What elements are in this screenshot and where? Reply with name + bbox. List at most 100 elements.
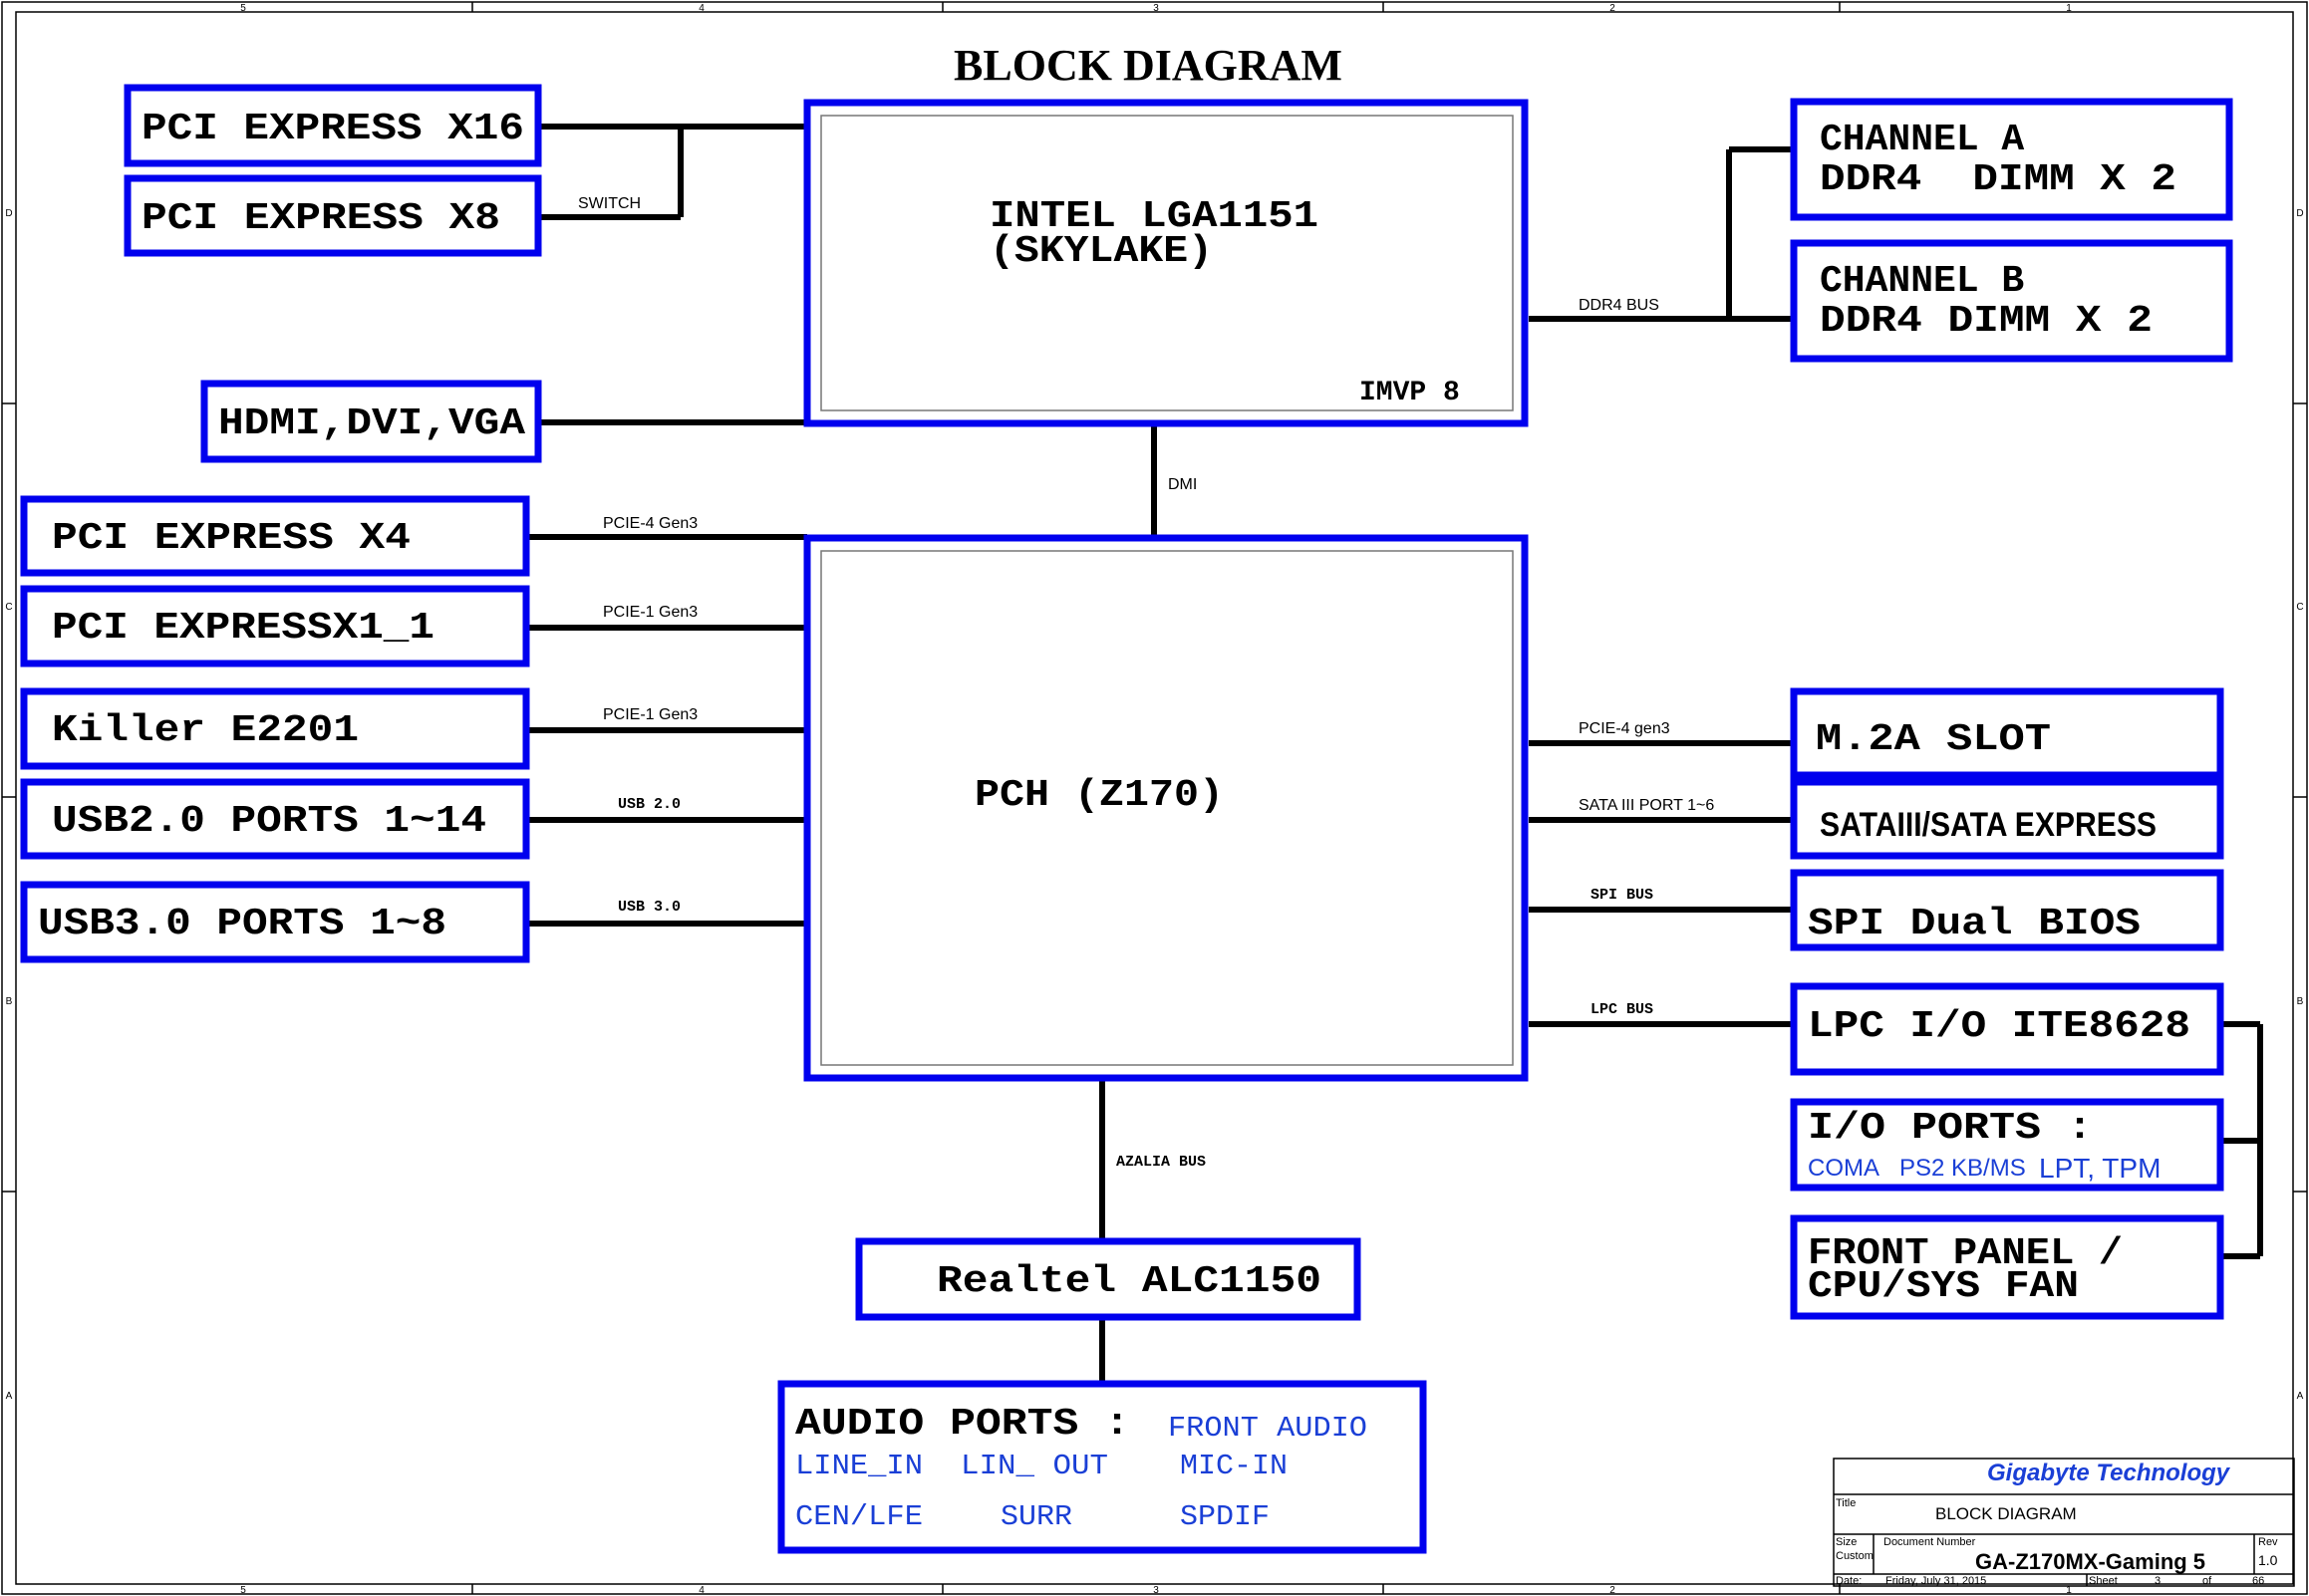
sata-label: SATAIII/SATA EXPRESS [1820, 806, 2157, 844]
front-panel-box [1790, 1214, 2224, 1320]
pcie-x16-label: PCI EXPRESS X16 [142, 108, 524, 150]
spi-bios-label: SPI Dual BIOS [1808, 903, 2141, 945]
front-panel-line2: CPU/SYS FAN [1808, 1265, 2079, 1308]
io-port-ps2: PS2 KB/MS [1899, 1155, 2026, 1182]
sata-box [1790, 778, 2224, 860]
killer-label: Killer E2201 [52, 709, 359, 752]
usb3-label: USB3.0 PORTS 1~8 [38, 903, 446, 945]
audio-line-in: LINE_IN [795, 1450, 923, 1482]
bus-label-switch: SWITCH [578, 195, 641, 212]
of-value: 66 [2252, 1575, 2264, 1587]
pcie-x8-label: PCI EXPRESS X8 [142, 197, 500, 240]
bus-lines [526, 124, 2263, 1384]
frame-right-label: B [2297, 996, 2304, 1007]
rev-value: 1.0 [2258, 1552, 2278, 1568]
usb2-label: USB2.0 PORTS 1~14 [52, 800, 486, 843]
frame-right-label: C [2296, 602, 2303, 613]
bus-label-sata: SATA III PORT 1~6 [1579, 797, 1714, 814]
bus-label-pcie4: PCIE-4 Gen3 [603, 515, 698, 532]
pcie-x1-label: PCI EXPRESSX1_1 [52, 607, 434, 650]
pch-label: PCH (Z170) [975, 774, 1224, 817]
sheet-label: Sheet [2089, 1575, 2118, 1587]
cpu-box [803, 99, 1529, 427]
frame-left-label: C [5, 602, 12, 613]
title-block [1833, 1458, 2295, 1587]
realtek-label: Realtel ALC1150 [937, 1260, 1321, 1303]
bus-label-pcie1-a: PCIE-1 Gen3 [603, 604, 698, 621]
channel-a-line2: DDR4 DIMM X 2 [1820, 158, 2176, 201]
title-value: BLOCK DIAGRAM [1935, 1504, 2077, 1523]
frame-right-label: A [2297, 1391, 2304, 1402]
usb2-box [20, 778, 530, 860]
channel-a-box [1790, 98, 2233, 221]
lpc-io-label: LPC I/O ITE8628 [1808, 1005, 2190, 1048]
video-box [200, 380, 542, 463]
bus-label-azalia: AZALIA BUS [1116, 1154, 1206, 1171]
title-label: Title [1836, 1497, 1856, 1509]
frame-left-label: B [6, 996, 13, 1007]
pcie-x16-box [124, 84, 542, 167]
audio-spdif: SPDIF [1180, 1500, 1270, 1533]
sheet-value: 3 [2155, 1575, 2161, 1587]
bus-label-dmi: DMI [1168, 476, 1197, 493]
channel-a-line1: CHANNEL A [1820, 119, 2024, 161]
m2-slot-box [1790, 687, 2224, 779]
audio-ports-box [777, 1380, 1427, 1554]
date-label: Date: [1836, 1575, 1862, 1587]
io-ports-box [1790, 1098, 2224, 1192]
bus-label-lpc: LPC BUS [1590, 1001, 1653, 1018]
bus-label-ddr4: DDR4 BUS [1579, 297, 1659, 314]
frame-left-label: A [6, 1391, 13, 1402]
cpu-inner-border [820, 115, 1514, 411]
bus-label-spi: SPI BUS [1590, 887, 1653, 904]
pch-box [803, 534, 1529, 1082]
channel-b-line2: DDR4 DIMM X 2 [1820, 300, 2153, 343]
frame-top-label: 3 [1153, 3, 1159, 14]
audio-surr: SURR [1001, 1500, 1072, 1533]
frame-bottom-label: 3 [1153, 1585, 1159, 1596]
io-ports-title: I/O PORTS : [1808, 1107, 2093, 1150]
pch-inner-border [820, 550, 1514, 1066]
bus-label-usb3: USB 3.0 [618, 899, 681, 916]
company-name: Gigabyte Technology [1987, 1460, 2231, 1486]
lpc-io-box [1790, 982, 2224, 1076]
io-port-lpt: LPT, TPM [2039, 1153, 2161, 1184]
date-value: Friday, July 31, 2015 [1885, 1575, 1986, 1587]
realtek-box [855, 1237, 1361, 1321]
frame-top-label: 1 [2066, 3, 2072, 14]
docnum-value: GA-Z170MX-Gaming 5 [1975, 1549, 2205, 1574]
channel-b-line1: CHANNEL B [1820, 260, 2024, 303]
cpu-label-line1: INTEL LGA1151 [990, 195, 1318, 238]
io-port-coma: COMA [1808, 1155, 1879, 1182]
bus-label-pcie4-m2: PCIE-4 gen3 [1579, 720, 1670, 737]
audio-cen-lfe: CEN/LFE [795, 1500, 923, 1533]
usb3-box [20, 881, 530, 963]
channel-b-box [1790, 239, 2233, 363]
audio-mic-in: MIC-IN [1180, 1450, 1288, 1482]
bus-label-usb2: USB 2.0 [618, 796, 681, 813]
cpu-imvp-label: IMVP 8 [1359, 378, 1460, 408]
killer-box [20, 687, 530, 770]
m2-slot-label: M.2A SLOT [1816, 718, 2051, 761]
spi-bios-box [1790, 869, 2224, 951]
frame-top-label: 4 [699, 3, 705, 14]
of-label: of [2202, 1575, 2212, 1587]
size-label: Size [1836, 1536, 1857, 1548]
audio-ports-title: AUDIO PORTS : [795, 1403, 1130, 1446]
pcie-x1-box [20, 585, 530, 667]
docnum-label: Document Number [1883, 1536, 1976, 1548]
frame-bottom-label: 2 [1609, 1585, 1615, 1596]
pcie-x4-label: PCI EXPRESS X4 [52, 517, 411, 560]
page-title: BLOCK DIAGRAM [954, 41, 1342, 90]
bus-label-pcie1-b: PCIE-1 Gen3 [603, 706, 698, 723]
pcie-x4-box [20, 495, 530, 577]
frame-top-label: 2 [1609, 3, 1615, 14]
cpu-label-line2: (SKYLAKE) [990, 230, 1213, 273]
size-value: Custom [1836, 1550, 1874, 1562]
pcie-x8-box [124, 174, 542, 257]
frame-bottom-label: 4 [699, 1585, 705, 1596]
frame-top-label: 5 [240, 3, 246, 14]
frame-left-label: D [5, 208, 12, 219]
